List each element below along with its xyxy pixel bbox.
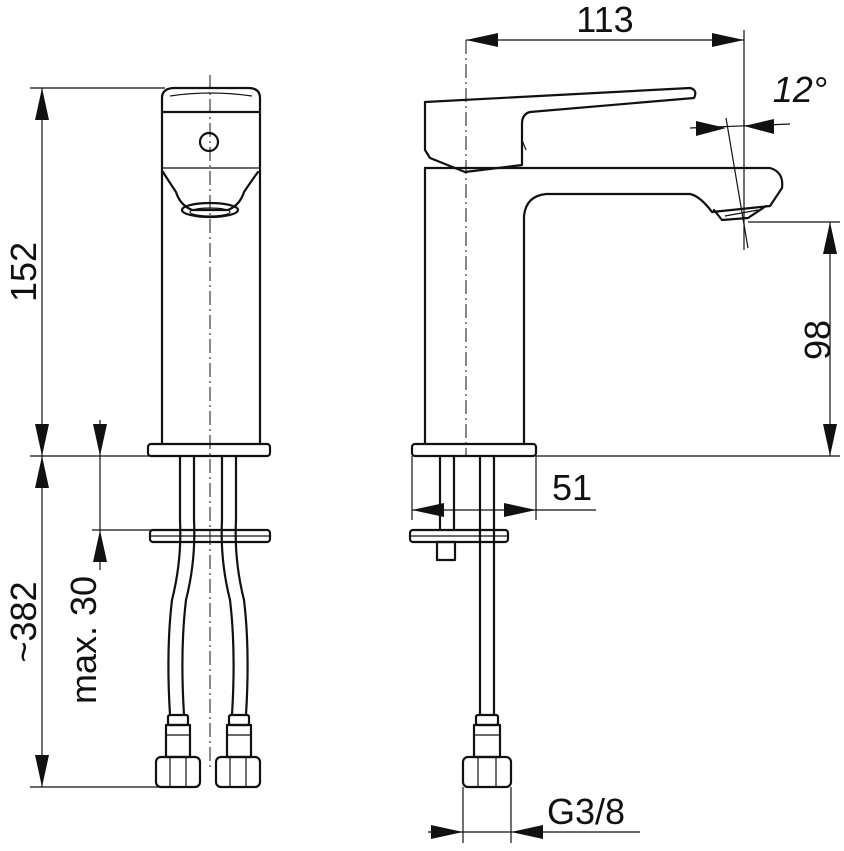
label-12-degree: 12° [773,69,827,110]
label-51: 51 [552,467,592,508]
label-98: 98 [797,320,838,360]
dimension-382: ~382 [3,456,160,788]
label-max-30: max. 30 [63,576,104,704]
dimension-max-30: max. 30 [63,420,152,704]
label-g38: G3/8 [547,791,625,832]
label-113: 113 [576,0,633,40]
dimension-g38: G3/8 [428,787,640,843]
label-382: ~382 [3,581,44,662]
dimension-113: 113 [466,0,745,125]
dimension-152: 152 [3,87,260,457]
dimension-12-degree: 12° [689,69,827,250]
front-view [146,75,272,789]
label-152: 152 [3,242,44,302]
dimension-98: 98 [536,221,840,457]
dimension-51: 51 [411,456,596,520]
side-view [408,40,784,789]
